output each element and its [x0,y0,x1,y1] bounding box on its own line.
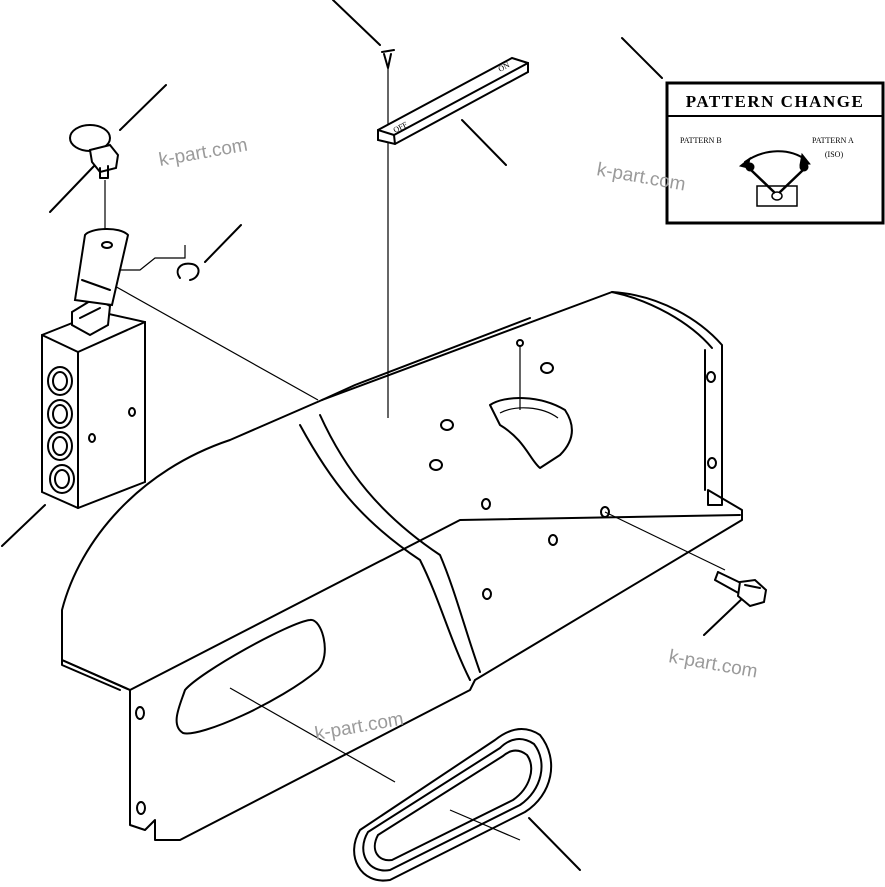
lever-switch-icon [745,162,809,207]
plate-pattern-a: PATTERN A [812,136,854,145]
cover-panel [61,291,743,841]
snap-ring [176,262,200,281]
pattern-change-plate: PATTERN CHANGE PATTERN B PATTERN A (ISO) [665,81,885,225]
lever [73,228,130,307]
bolt [714,571,768,608]
assembly-center-lines [94,68,726,841]
mounting-holes [135,339,717,815]
plate-title: PATTERN CHANGE [686,92,865,111]
valve-ports [47,366,75,494]
plate-pattern-a-note: (ISO) [825,150,844,159]
grommet [353,728,553,882]
lock-pin [69,124,120,179]
watermark-3: k-part.com [667,646,759,682]
leader-lines [1,0,747,871]
screw [381,49,395,69]
label-strip: OFF ON [377,56,529,146]
watermark-4: k-part.com [313,709,405,745]
valve-block [41,296,146,510]
watermark-1: k-part.com [157,135,249,171]
plate-pattern-b: PATTERN B [680,136,722,145]
